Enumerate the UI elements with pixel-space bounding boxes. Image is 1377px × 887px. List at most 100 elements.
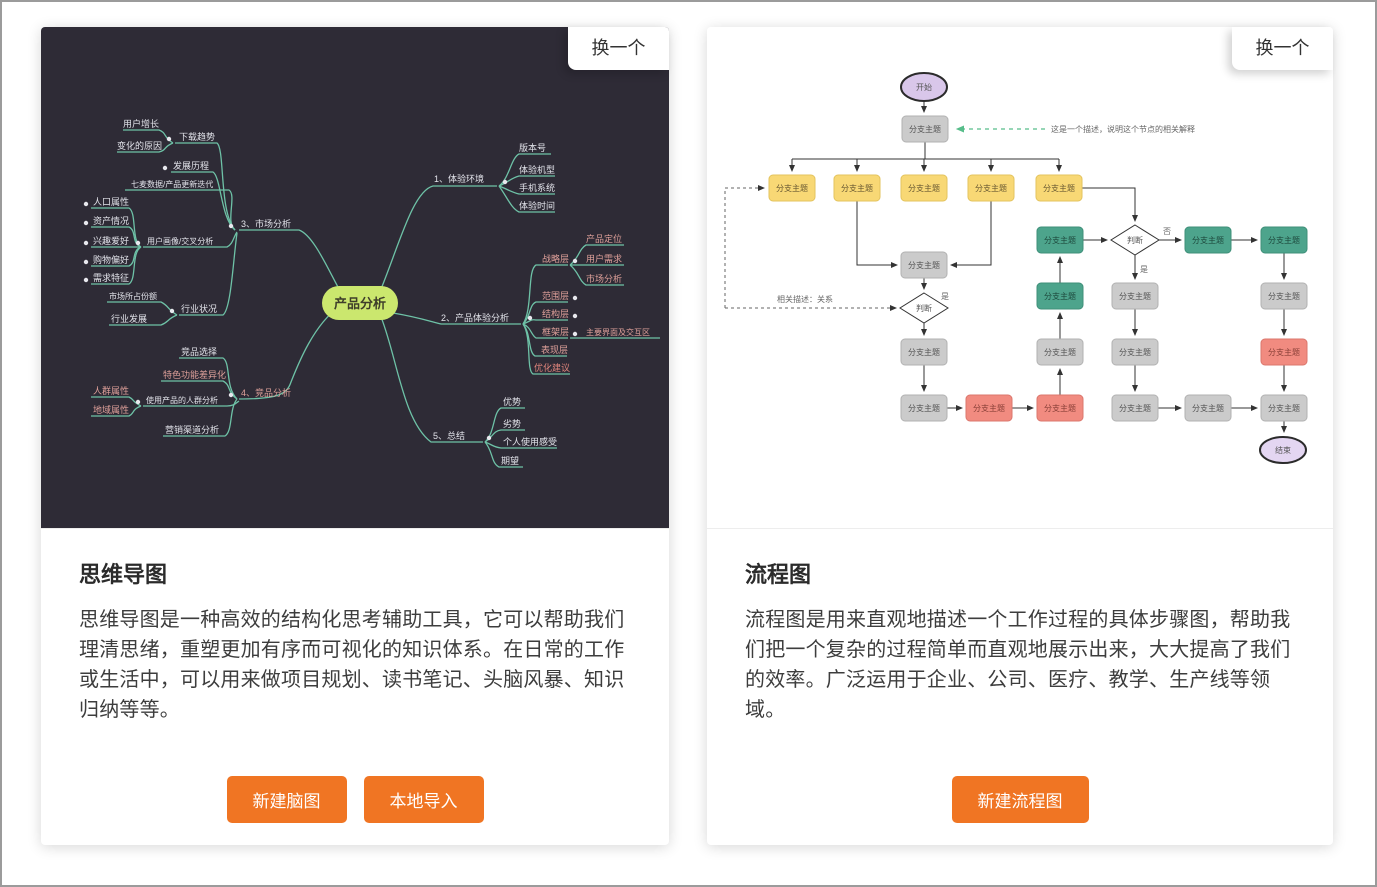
mindmap-node-label: 下载趋势 (179, 131, 215, 142)
flow-node-label: 分支主题 (908, 347, 940, 357)
flow-node-label: 分支主题 (1119, 291, 1151, 301)
mindmap-node-label: 体验机型 (519, 164, 555, 175)
branch-yes-label: 是 (1140, 265, 1148, 274)
flowchart-labels: 开始 结束 分支主题 分支主题 分支主题 分支主题 分支主题 分支主题 分支主题… (776, 82, 1300, 455)
mindmap-node-label: 期望 (501, 455, 519, 466)
mindmap-node-label: 表现层 (541, 344, 568, 355)
flow-node-label: 分支主题 (1268, 235, 1300, 245)
flow-node-label: 分支主题 (908, 183, 940, 193)
card-title: 思维导图 (79, 562, 168, 587)
flow-node-label: 分支主题 (1192, 235, 1224, 245)
node-note-text: 这是一个描述，说明这个节点的相关解释 (1051, 124, 1195, 134)
flow-node-label: 分支主题 (909, 124, 941, 134)
mindmap-root-node: 产品分析 (322, 286, 398, 320)
flow-node-label: 分支主题 (1044, 347, 1076, 357)
mindmap-node-label: 用户画像/交叉分析 (147, 236, 213, 246)
mindmap-node-label: 用户需求 (586, 253, 622, 264)
mindmap-branch-lines (91, 129, 660, 468)
mindmap-node-label: 行业状况 (181, 303, 217, 314)
relation-note-text: 相关描述：关系 (777, 294, 833, 304)
card-description: 流程图是用来直观地描述一个工作过程的具体步骤图，帮助我们把一个复杂的过程简单而直… (745, 609, 1291, 721)
mindmap-node-label: 地域属性 (93, 404, 129, 415)
card-description: 思维导图是一种高效的结构化思考辅助工具，它可以帮助我们理清思绪，重塑更加有序而可… (79, 609, 625, 721)
flow-node-label: 分支主题 (841, 183, 873, 193)
mindmap-node-label: 手机系统 (519, 182, 555, 193)
mindmap-node-label: 框架层 (542, 326, 569, 337)
mindmap-node-label: 市场分析 (586, 273, 622, 284)
mindmap-branch-label: 2、产品体验分析 (441, 312, 509, 323)
mindmap-node-label: 竞品选择 (181, 346, 217, 357)
flowchart-graphic: 开始 结束 分支主题 分支主题 分支主题 分支主题 分支主题 分支主题 分支主题… (724, 72, 1308, 464)
decision-node-label: 判断 (1127, 235, 1143, 245)
flow-node-label: 分支主题 (1268, 403, 1300, 413)
mindmap-node-label: 版本号 (519, 142, 546, 153)
mindmap-node-label: 行业发展 (111, 313, 147, 324)
new-flowchart-button[interactable]: 新建流程图 (951, 776, 1089, 823)
flow-node-label: 分支主题 (908, 260, 940, 270)
flow-node-label: 分支主题 (1044, 291, 1076, 301)
flow-node-label: 分支主题 (973, 403, 1005, 413)
change-template-button[interactable]: 换一个 (568, 27, 669, 70)
mindmap-node-label: 七麦数据/产品更新迭代 (131, 179, 213, 189)
mindmap-graphic: 产品分析 1、体验环境 版本号 体验机型 手机系统 体验时间 2、产品体验分析 … (83, 118, 660, 468)
start-node-label: 开始 (916, 82, 932, 92)
card-info: 思维导图 思维导图是一种高效的结构化思考辅助工具，它可以帮助我们理清思绪，重塑更… (41, 529, 669, 725)
flow-node-label: 分支主题 (1119, 403, 1151, 413)
branch-yes-label: 是 (941, 292, 949, 301)
card-actions: 新建流程图 (707, 776, 1333, 823)
flow-node-label: 分支主题 (776, 183, 808, 193)
mindmap-node-label: 资产情况 (93, 215, 129, 226)
card-title: 流程图 (745, 562, 812, 587)
mindmap-template-card: 换一个 (41, 27, 669, 845)
mindmap-node-label: 特色功能差异化 (163, 369, 226, 380)
mindmap-node-label: 购物偏好 (93, 254, 129, 265)
flow-node-label: 分支主题 (1268, 347, 1300, 357)
flow-node-label: 分支主题 (1119, 347, 1151, 357)
mindmap-node-label: 营销渠道分析 (165, 424, 219, 435)
mindmap-node-label: 个人使用感受 (503, 436, 557, 447)
flow-node-label: 分支主题 (1044, 235, 1076, 245)
mindmap-node-label: 市场所占份额 (109, 291, 157, 301)
mindmap-node-label: 战略层 (542, 253, 569, 264)
card-info: 流程图 流程图是用来直观地描述一个工作过程的具体步骤图，帮助我们把一个复杂的过程… (707, 529, 1333, 725)
mindmap-node-label: 产品定位 (586, 233, 622, 244)
mindmap-node-label: 发展历程 (173, 160, 209, 171)
mindmap-node-label: 兴趣爱好 (93, 235, 129, 246)
flow-node-label: 分支主题 (1268, 291, 1300, 301)
flow-node-label: 分支主题 (908, 403, 940, 413)
flowchart-connectors (789, 102, 1287, 433)
new-mindmap-button[interactable]: 新建脑图 (226, 776, 347, 823)
flowchart-preview: 开始 结束 分支主题 分支主题 分支主题 分支主题 分支主题 分支主题 分支主题… (707, 27, 1333, 529)
card-actions: 新建脑图 本地导入 (41, 776, 669, 823)
mindmap-node-label: 人群属性 (93, 385, 129, 396)
mindmap-branch-label: 3、市场分析 (241, 218, 291, 229)
mindmap-node-dots (83, 136, 578, 441)
flowchart-template-card: 换一个 (707, 27, 1333, 845)
mindmap-node-label: 结构层 (542, 308, 569, 319)
mindmap-node-label: 变化的原因 (117, 140, 162, 151)
decision-node-label: 判断 (916, 303, 932, 313)
mindmap-branch-label: 5、总结 (433, 430, 465, 441)
flow-node-label: 分支主题 (1043, 183, 1075, 193)
mindmap-node-label: 优势 (503, 396, 521, 407)
end-node-label: 结束 (1275, 445, 1291, 455)
mindmap-node-label: 需求特征 (93, 272, 129, 283)
mindmap-preview: 产品分析 1、体验环境 版本号 体验机型 手机系统 体验时间 2、产品体验分析 … (41, 27, 669, 529)
mindmap-node-label: 用户增长 (123, 118, 159, 129)
change-template-button[interactable]: 换一个 (1232, 27, 1333, 70)
flow-node-label: 分支主题 (1192, 403, 1224, 413)
flowchart-nodes (768, 72, 1308, 464)
mindmap-node-label: 体验时间 (519, 200, 555, 211)
mindmap-branch-label: 4、竞品分析 (241, 387, 291, 398)
mindmap-labels: 1、体验环境 版本号 体验机型 手机系统 体验时间 2、产品体验分析 战略层 产… (93, 118, 650, 466)
mindmap-node-label: 范围层 (542, 290, 569, 301)
mindmap-root-label: 产品分析 (334, 296, 386, 311)
flow-node-label: 分支主题 (975, 183, 1007, 193)
mindmap-node-label: 使用产品的人群分析 (146, 395, 218, 405)
mindmap-node-label: 劣势 (503, 418, 521, 429)
local-import-button[interactable]: 本地导入 (363, 776, 484, 823)
mindmap-node-label: 优化建议 (534, 362, 570, 373)
mindmap-node-label: 人口属性 (93, 196, 129, 207)
flow-node-label: 分支主题 (1044, 403, 1076, 413)
